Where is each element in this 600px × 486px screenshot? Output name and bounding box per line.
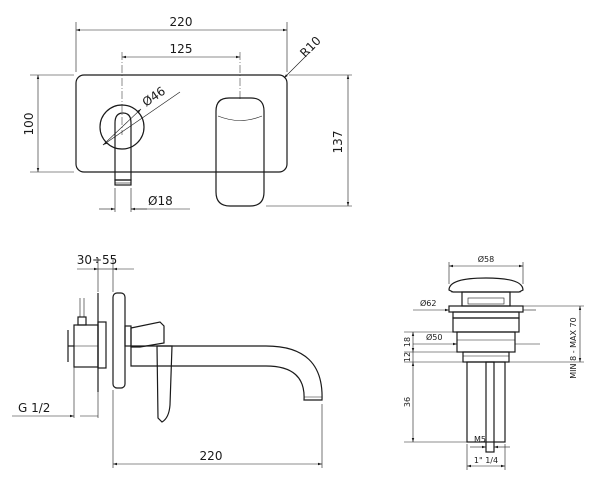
dim-screw: M5 <box>474 435 486 444</box>
spout-front <box>215 97 265 207</box>
waste-body <box>452 317 520 333</box>
lever-handle-side <box>130 321 165 348</box>
front-view: 220 125 R10 100 137 Ø46 Ø18 <box>22 15 352 212</box>
wall-plate <box>75 74 288 173</box>
dim-body-diameter: Ø50 <box>426 332 442 342</box>
waste-flange <box>448 305 524 313</box>
dim-height: 100 <box>22 113 36 136</box>
dim-36: 36 <box>403 397 412 407</box>
dim-wall-depth: 30÷55 <box>77 253 118 267</box>
wall-plate-side <box>112 292 126 389</box>
dim-flange-diameter: Ø62 <box>420 298 436 308</box>
dim-spout-diameter: Ø18 <box>148 194 173 208</box>
dim-rosette-diameter: Ø46 <box>140 84 168 110</box>
lever-tip-front <box>114 179 132 186</box>
dim-radius: R10 <box>297 34 324 61</box>
dim-projection: 220 <box>200 449 223 463</box>
dim-thread: G 1/2 <box>18 401 50 415</box>
dim-cap-diameter: Ø58 <box>478 254 494 264</box>
waste-view: Ø58 Ø62 Ø50 18 12 36 MIN 8 - MAX 70 M5 <box>403 254 584 470</box>
dim-spacing: 125 <box>170 42 193 56</box>
spout-side <box>130 345 323 401</box>
dim-range: MIN 8 - MAX 70 <box>569 317 578 378</box>
dim-width-total: 220 <box>170 15 193 29</box>
side-view: 30÷55 G 1/2 220 <box>12 253 323 468</box>
waste-cap <box>448 277 524 293</box>
lever-handle-front <box>114 112 132 181</box>
dim-thread: 1" 1/4 <box>474 456 498 465</box>
dim-height-total: 137 <box>331 131 345 154</box>
dim-12: 12 <box>403 352 412 362</box>
dim-18: 18 <box>403 337 412 347</box>
